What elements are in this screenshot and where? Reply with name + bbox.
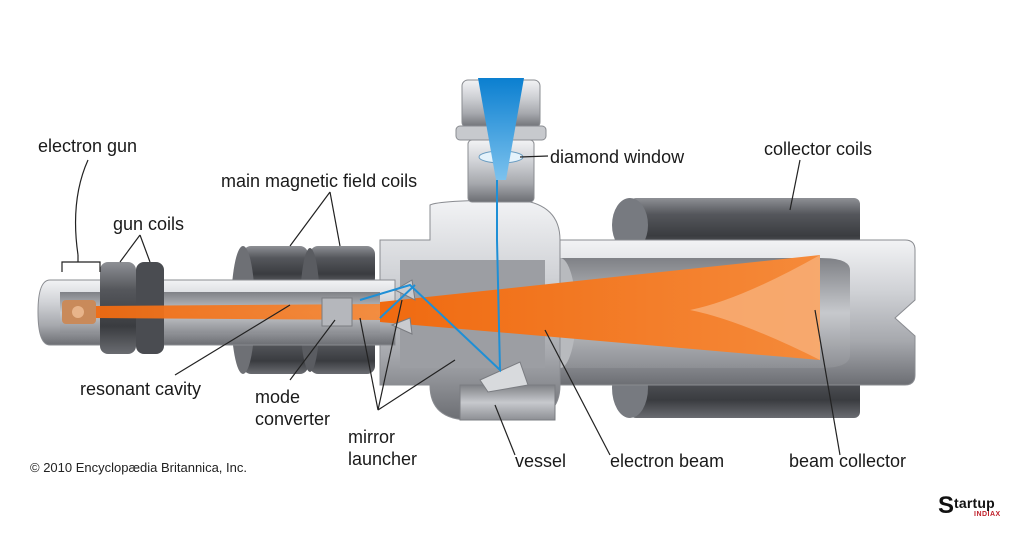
leader-electron-gun [74, 159, 89, 256]
collector-coils-body-top [630, 198, 860, 252]
main-coil-1-top [243, 246, 308, 286]
electron-beam-cone [380, 255, 820, 360]
main-coil-2-top [310, 246, 375, 286]
leader-main-coils [289, 191, 341, 247]
cathode-detail [72, 306, 84, 318]
collector-coils-face-top [612, 198, 648, 252]
leader-beam-collector [814, 309, 841, 456]
vessel-mirror [479, 361, 529, 393]
output-wave-cone [478, 78, 524, 180]
leader-resonant-cavity [174, 304, 291, 376]
label-vessel: vessel [515, 451, 567, 471]
label-gun-coils: gun coils [113, 214, 185, 234]
label-mirror-launcher: mirror launcher [348, 427, 418, 469]
label-electron-beam: electron beam [610, 451, 725, 471]
mode-converter [321, 297, 353, 327]
logo-main-text: tartup [954, 495, 995, 511]
mirror-launcher-2 [390, 317, 413, 335]
electron-beam [96, 255, 820, 360]
leader-collector-coils [789, 159, 801, 211]
electron-beam-narrow [96, 304, 380, 320]
logo-sub-text: INDIAX [974, 511, 1001, 518]
label-diamond-window: diamond window [550, 147, 685, 167]
label-mode-converter: mode converter [255, 387, 331, 429]
startup-logo: S tartup INDIAX [938, 494, 1014, 524]
beam-collector-surface [690, 255, 820, 360]
vessel-base [459, 384, 556, 421]
microwave-path [359, 180, 502, 373]
label-main-magnetic-field-coils: main magnetic field coils [221, 171, 418, 191]
leader-mirror-launcher [359, 299, 456, 411]
label-electron-gun: electron gun [38, 136, 138, 156]
microwave-path-2 [379, 284, 416, 319]
window-tower [455, 78, 547, 203]
leader-electron-beam [544, 329, 611, 456]
leader-mode-converter [289, 319, 336, 381]
label-collector-coils: collector coils [764, 139, 873, 159]
label-beam-collector: beam collector [789, 451, 907, 471]
label-resonant-cavity: resonant cavity [80, 379, 202, 399]
leader-vessel [494, 404, 516, 456]
leader-diamond-window [519, 155, 549, 158]
copyright-notice: © 2010 Encyclopædia Britannica, Inc. [30, 460, 247, 475]
mode-converter-group [321, 180, 529, 393]
bracket-electron-gun [61, 255, 101, 272]
leader-lines [61, 155, 841, 456]
logo-letter: S [938, 492, 955, 519]
leader-gun-coils [119, 234, 151, 263]
